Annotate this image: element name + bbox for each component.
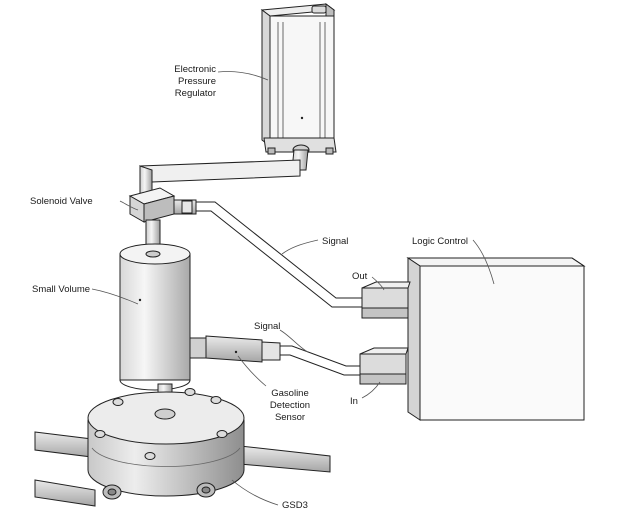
label-regulator-line2: Pressure	[178, 76, 216, 87]
labels: Electronic Pressure Regulator Solenoid V…	[30, 64, 468, 511]
pipeline	[34, 431, 331, 507]
signal-cable-top	[196, 201, 362, 308]
label-gsd3: GSD3	[282, 500, 308, 511]
solenoid-valve	[128, 187, 197, 223]
out-connector	[361, 281, 411, 319]
label-solenoid-valve: Solenoid Valve	[30, 196, 93, 207]
logic-control-box	[406, 257, 586, 421]
label-regulator-line1: Electronic	[174, 64, 216, 75]
supply-pipe	[139, 149, 309, 201]
detection-sensor	[189, 335, 281, 363]
label-small-volume: Small Volume	[32, 284, 90, 295]
signal-cable-bottom	[280, 345, 360, 376]
label-regulator-line3: Regulator	[175, 88, 216, 99]
label-sensor-line2: Detection	[270, 400, 310, 411]
label-sensor-line1: Gasoline	[271, 388, 309, 399]
bolt-heads	[94, 388, 228, 460]
label-sensor-line3: Sensor	[275, 412, 305, 423]
gsd3-housing	[87, 388, 245, 500]
in-connector	[359, 347, 409, 385]
label-in: In	[350, 396, 358, 407]
label-logic-control: Logic Control	[412, 236, 468, 247]
leader-lines	[91, 71, 495, 506]
label-signal-top: Signal	[322, 236, 348, 247]
pressure-regulator	[260, 3, 337, 156]
label-signal-bottom: Signal	[254, 321, 280, 332]
label-out: Out	[352, 271, 368, 282]
small-volume-cylinder	[119, 243, 191, 391]
side-ports	[102, 482, 216, 500]
